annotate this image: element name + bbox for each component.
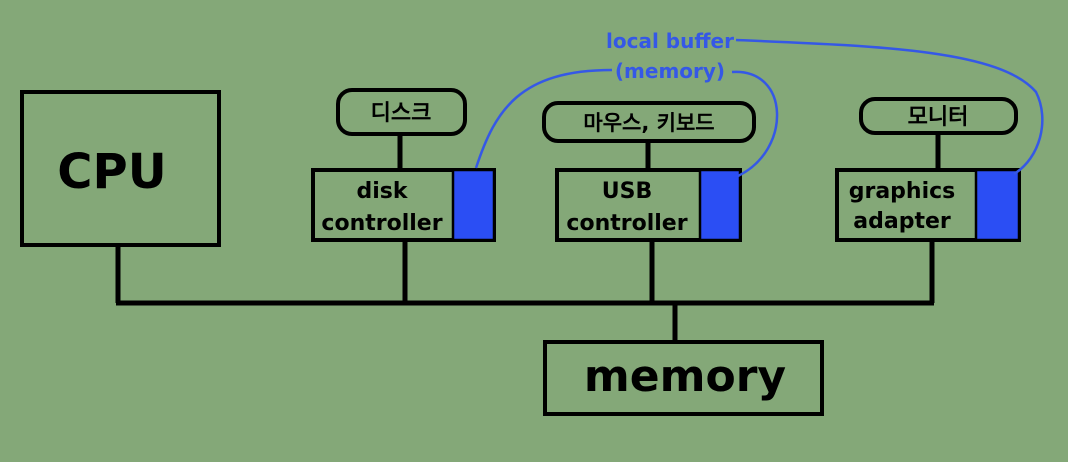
local-buffer-annotation-line2: (memory) — [615, 59, 725, 83]
graphics-local-buffer — [974, 168, 1021, 242]
device-links — [397, 134, 941, 170]
usb-device: 마우스, 키보드 — [542, 101, 756, 143]
disk-controller-label-line1: disk — [356, 179, 408, 204]
graphics-adapter-label-line1: graphics — [849, 179, 956, 204]
cpu-box: CPU — [20, 90, 221, 247]
buffer-callout-curves — [474, 38, 1044, 178]
disk-device: 디스크 — [336, 88, 467, 136]
callout-curve-usb — [731, 70, 779, 178]
usb-controller-box: USB controller — [555, 168, 742, 242]
usb-device-label: 마우스, 키보드 — [583, 111, 714, 135]
disk-controller-box: disk controller — [311, 168, 496, 242]
local-buffer-annotation-line1: local buffer — [606, 29, 734, 53]
usb-controller-label-line2: controller — [566, 211, 687, 236]
usb-local-buffer — [698, 168, 742, 242]
cpu-label: CPU — [57, 144, 166, 200]
memory-box: memory — [543, 340, 824, 416]
memory-label: memory — [584, 351, 786, 402]
graphics-adapter-label-line2: adapter — [853, 209, 951, 234]
monitor-device-label: 모니터 — [908, 105, 969, 130]
disk-controller-label-line2: controller — [321, 211, 442, 236]
disk-device-label: 디스크 — [371, 101, 432, 126]
disk-local-buffer — [451, 168, 496, 242]
monitor-device: 모니터 — [859, 97, 1018, 135]
callout-curve-disk — [474, 68, 613, 169]
graphics-adapter-box: graphics adapter — [835, 168, 1021, 242]
usb-controller-label-line1: USB — [602, 179, 652, 204]
callout-curve-graphics — [735, 38, 1044, 176]
system-bus — [115, 240, 935, 342]
